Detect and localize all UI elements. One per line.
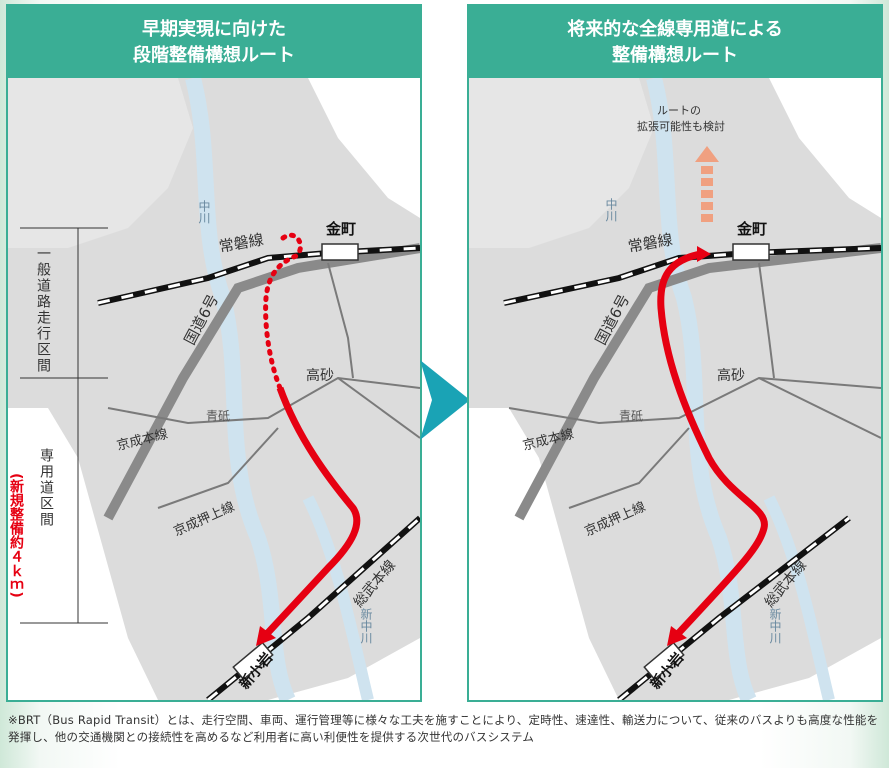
kanamachi-station bbox=[321, 243, 359, 261]
brt-footnote: ※BRT（Bus Rapid Transit）とは、走行空間、車両、運行管理等に… bbox=[8, 713, 879, 744]
extension-arrow-icon bbox=[695, 146, 719, 162]
label-general-road: 一般道路走行区間 bbox=[35, 246, 51, 374]
label-shin-nakagawa: 新中川 bbox=[768, 607, 782, 644]
left-panel-title: 早期実現に向けた 段階整備構想ルート bbox=[8, 6, 420, 78]
extension-note-line2: 拡張可能性も検討 bbox=[637, 119, 725, 133]
brt-dedicated-section bbox=[260, 386, 361, 641]
right-title-line2: 整備構想ルート bbox=[612, 45, 738, 65]
hokuso-line bbox=[758, 377, 881, 439]
right-title-line1: 将来的な全線専用道による bbox=[567, 19, 783, 39]
keisei-main-line bbox=[508, 376, 881, 425]
label-shin-nakagawa: 新中川 bbox=[359, 607, 373, 644]
label-dedicated: 専用道区間 bbox=[38, 448, 54, 528]
extension-note-line1: ルートの bbox=[657, 104, 701, 117]
keisei-main-line bbox=[107, 376, 420, 425]
brt-general-road-section bbox=[263, 232, 303, 391]
route-arrowhead bbox=[256, 626, 276, 646]
label-aoto: 青砥 bbox=[206, 409, 230, 423]
left-title-line2: 段階整備構想ルート bbox=[133, 45, 295, 65]
label-takasago: 高砂 bbox=[717, 367, 745, 384]
route-arrowhead-bottom bbox=[667, 626, 687, 646]
label-kanamachi: 金町 bbox=[325, 220, 356, 238]
transition-arrow-icon bbox=[420, 360, 470, 440]
national-route-6 bbox=[514, 243, 881, 521]
right-map: 中川 新中川 ルートの 拡張可能性も検討 国道6号 青砥 京成本線 京成押上線 … bbox=[469, 78, 881, 700]
kanamachi-line bbox=[758, 262, 775, 379]
label-nakagawa: 中川 bbox=[604, 197, 618, 222]
label-takasago: 高砂 bbox=[306, 367, 334, 384]
naka-river bbox=[646, 78, 757, 700]
keisei-oshiage-line bbox=[568, 427, 690, 509]
left-map: 中川 新中川 国道6号 青砥 京成本線 京成押上線 高砂 常磐線 金町 総武本線… bbox=[8, 78, 420, 700]
land-area-upper-left bbox=[469, 78, 654, 248]
kanamachi-line bbox=[327, 262, 354, 379]
keisei-oshiage-line bbox=[157, 427, 279, 509]
left-title-line1: 早期実現に向けた bbox=[142, 19, 286, 39]
label-nakagawa: 中川 bbox=[197, 199, 211, 224]
land-area-upper-left bbox=[8, 78, 193, 248]
left-panel: 早期実現に向けた 段階整備構想ルート 中川 新中川 国道6号 青砥 京成本線 京… bbox=[6, 4, 422, 702]
label-aoto: 青砥 bbox=[619, 409, 643, 423]
shinkoiwa-station bbox=[232, 641, 274, 681]
route-arrowhead-top bbox=[697, 246, 711, 262]
naka-river bbox=[185, 78, 296, 700]
shin-naka-river bbox=[302, 495, 374, 700]
shinkoiwa-station bbox=[643, 641, 685, 681]
label-new-4km: (新規整備約４ｋｍ) bbox=[8, 473, 25, 598]
brt-full-dedicated-route bbox=[657, 250, 768, 641]
hokuso-line bbox=[337, 377, 420, 439]
label-kanamachi: 金町 bbox=[736, 220, 767, 238]
national-route-6 bbox=[103, 243, 420, 521]
right-panel: 将来的な全線専用道による 整備構想ルート 中川 新中川 ルートの 拡張可能性も検… bbox=[467, 4, 883, 702]
right-panel-title: 将来的な全線専用道による 整備構想ルート bbox=[469, 6, 881, 78]
shin-naka-river bbox=[763, 495, 835, 700]
kanamachi-station bbox=[732, 243, 770, 261]
